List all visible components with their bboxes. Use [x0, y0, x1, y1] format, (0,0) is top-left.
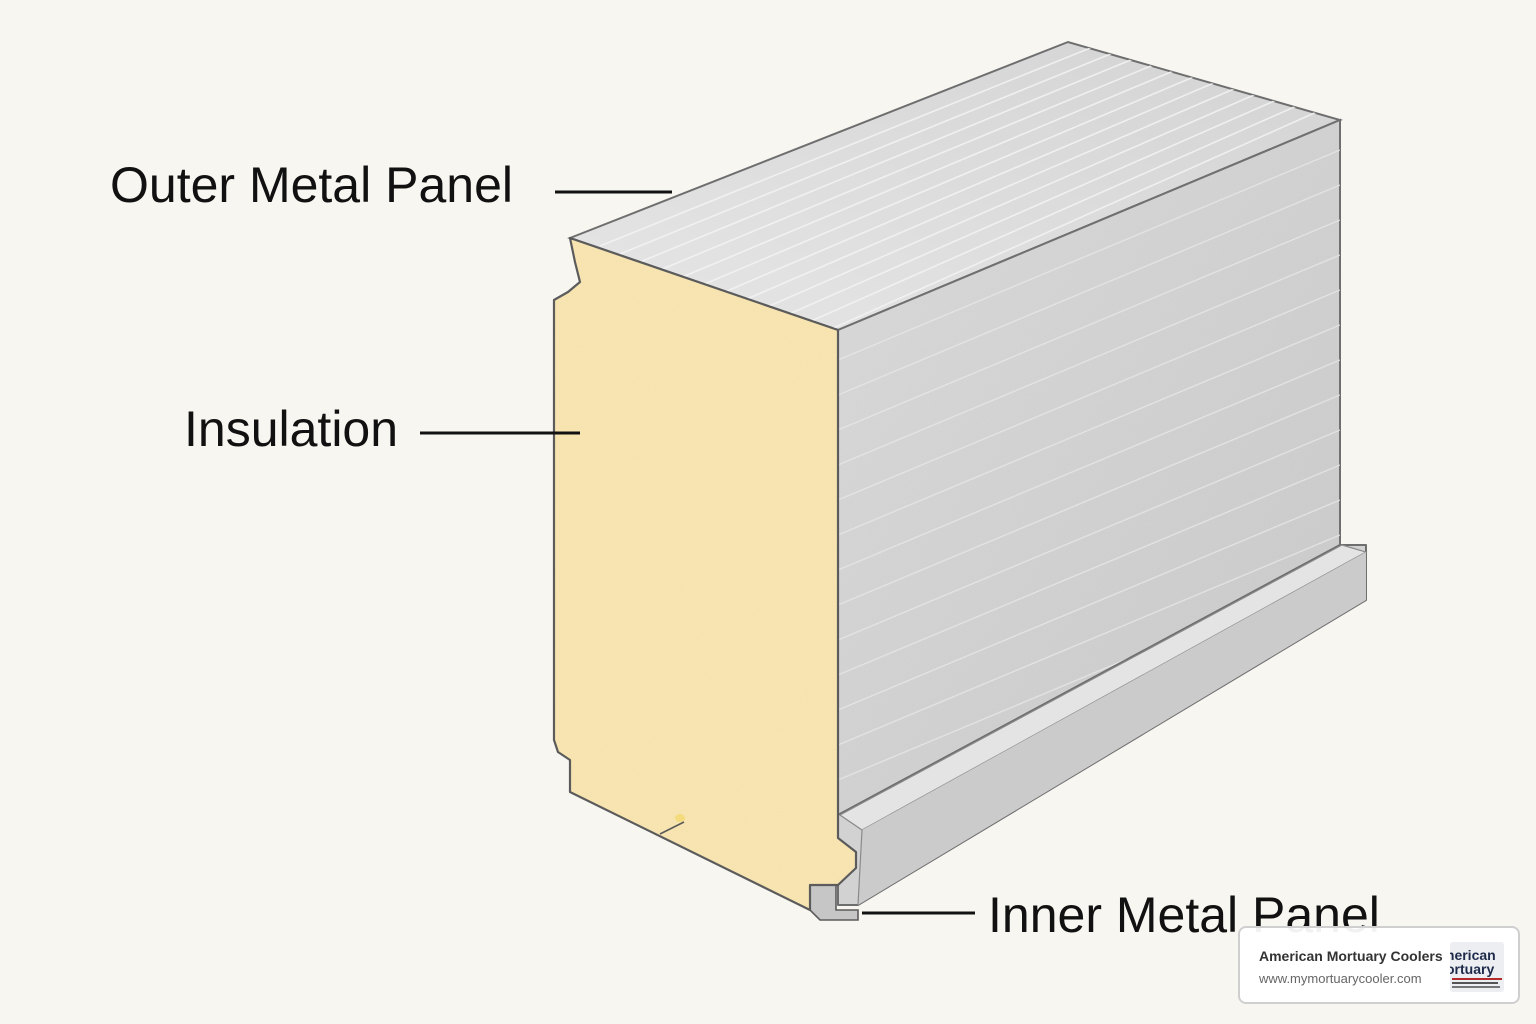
- inner-metal-flange: [809, 544, 1368, 921]
- label-insulation: Insulation: [184, 401, 399, 457]
- insulation-face: [552, 236, 858, 912]
- watermark-card: American Mortuary Coolers www.mymortuary…: [1238, 926, 1520, 1004]
- svg-text:merican: merican: [1450, 947, 1496, 963]
- company-logo-icon: merican ortuary: [1450, 942, 1504, 992]
- svg-text:ortuary: ortuary: [1450, 961, 1494, 977]
- watermark-url: www.mymortuarycooler.com: [1259, 971, 1422, 986]
- outer-metal-top-face: [567, 40, 1344, 332]
- watermark-company-name: American Mortuary Coolers: [1259, 948, 1443, 964]
- label-outer-metal-panel: Outer Metal Panel: [110, 157, 513, 213]
